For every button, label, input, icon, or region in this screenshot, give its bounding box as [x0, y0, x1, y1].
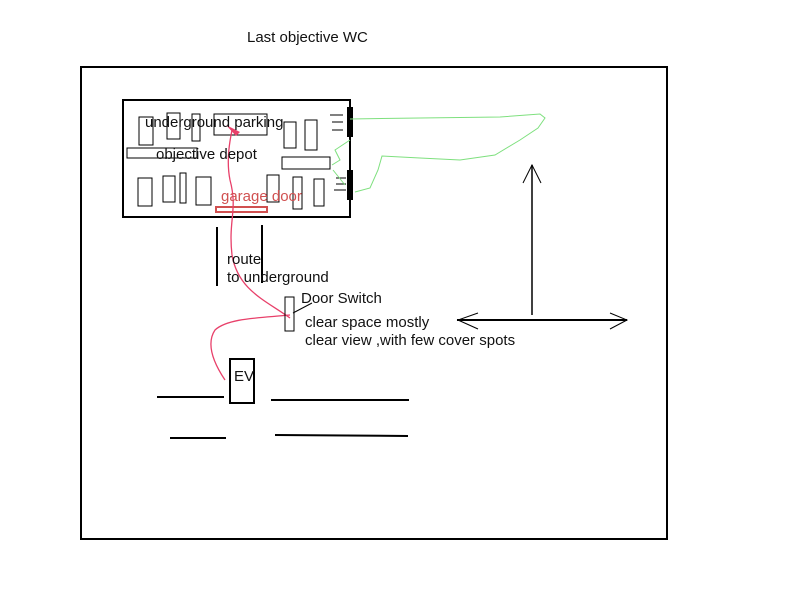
ev-box [229, 358, 255, 404]
route-arrow-head [226, 125, 240, 136]
door-switch-pointer [292, 302, 313, 314]
label-objective-depot: objective depot [156, 146, 257, 163]
label-ev: EV [234, 368, 255, 385]
label-route: route [227, 251, 262, 268]
label-underground-parking: underground parking [145, 114, 284, 131]
label-garage-door: garage door [221, 188, 302, 205]
direction-arrows [456, 163, 629, 330]
label-route-underground: to underground [227, 269, 329, 286]
door-switch [284, 296, 295, 332]
diagram-title: Last objective WC [247, 29, 368, 46]
label-door-switch: Door Switch [301, 290, 382, 307]
approach-route-green [331, 113, 546, 193]
road-lines [157, 396, 409, 439]
label-clear-space: clear space mostly [305, 314, 430, 331]
building [122, 99, 351, 218]
garage-door [215, 206, 268, 213]
entrance-bar-bottom [347, 170, 353, 200]
entrance-bar-top [347, 107, 353, 137]
area-boundary [80, 66, 668, 540]
attack-route-red [210, 129, 291, 381]
label-clear-view: clear view ,with few cover spots [305, 332, 516, 349]
